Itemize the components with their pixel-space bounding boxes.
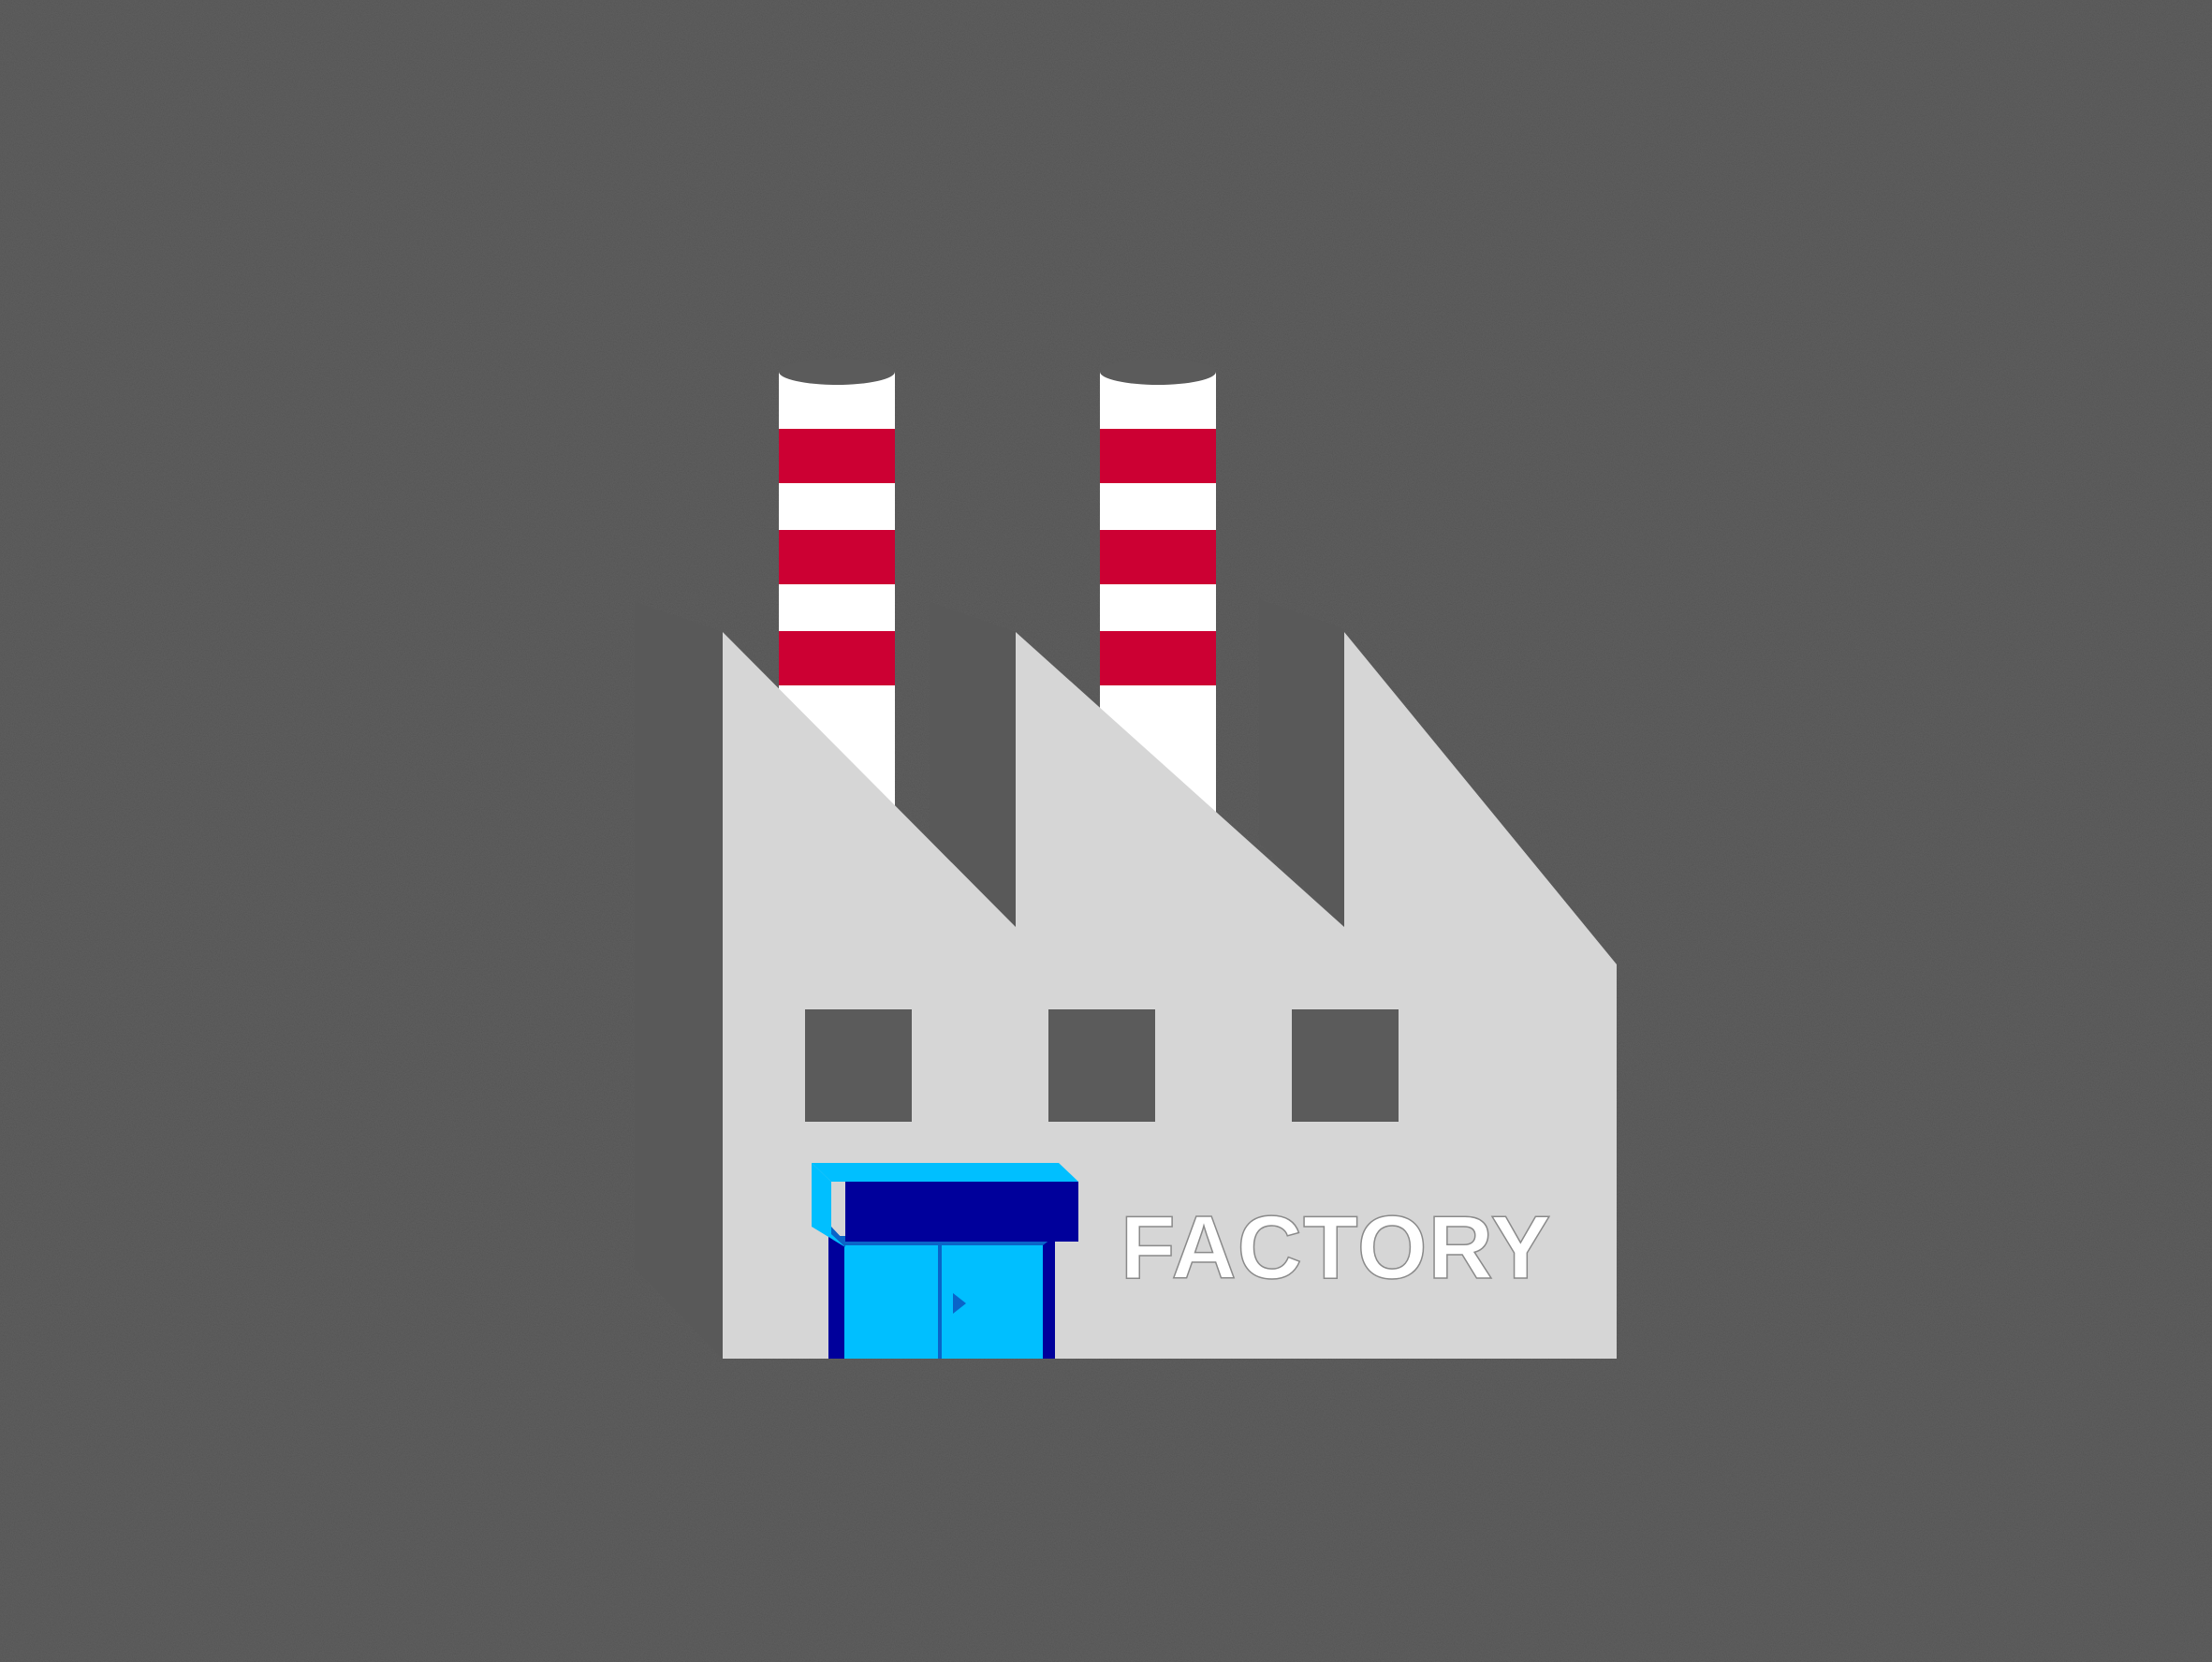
- chimney-right: [1100, 372, 1216, 812]
- canopy-side: [812, 1163, 845, 1247]
- door-panel-left: [844, 1245, 938, 1359]
- chimney-stripe: [779, 429, 895, 483]
- canopy-front: [845, 1182, 1078, 1242]
- window: [1292, 1009, 1399, 1122]
- canopy-top: [812, 1163, 1078, 1182]
- chimney-stripe: [1100, 530, 1216, 584]
- chimney-stripe: [1100, 631, 1216, 685]
- canopy-bottom: [831, 1227, 845, 1247]
- door-frame-edge: [1043, 1236, 1055, 1359]
- window: [805, 1009, 912, 1122]
- building-side-shadow: [635, 602, 723, 1359]
- roof-shadow-1: [930, 602, 1016, 927]
- window: [1048, 1009, 1155, 1122]
- play-triangle-icon: [953, 1293, 966, 1314]
- entrance-door: [812, 1163, 1078, 1359]
- door-frame-edge: [828, 1236, 844, 1359]
- chimney-left: [779, 372, 895, 812]
- factory-sign-text: FACTORY: [1121, 1198, 1551, 1298]
- chimney-stripe: [1100, 429, 1216, 483]
- roof-shadow-2: [1259, 599, 1344, 927]
- chimney-left-opening: [779, 359, 895, 385]
- chimney-right-opening: [1100, 359, 1216, 385]
- chimney-stripe: [779, 631, 895, 685]
- chimney-stripe: [779, 530, 895, 584]
